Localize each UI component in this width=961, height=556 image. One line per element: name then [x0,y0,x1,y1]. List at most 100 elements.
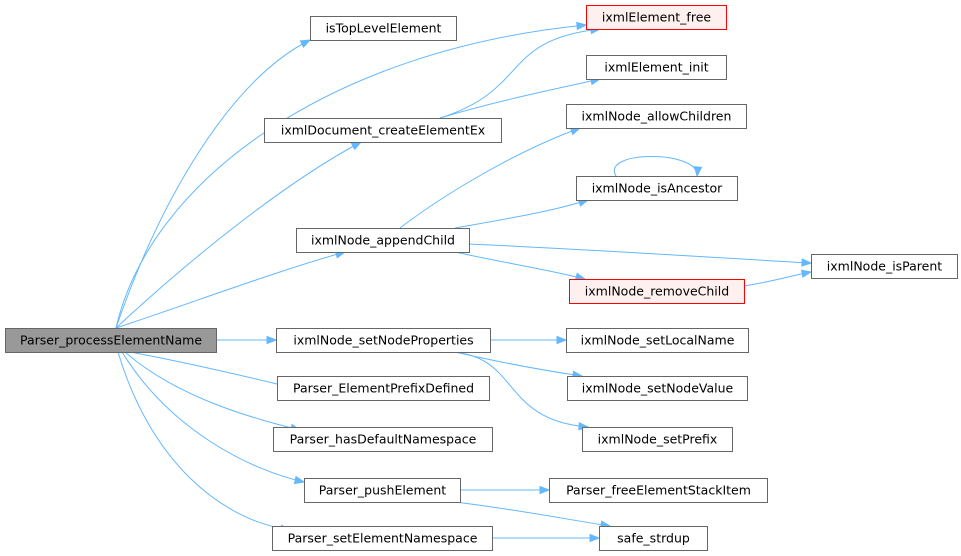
node-set-prefix[interactable]: ixmlNode_setPrefix [582,427,733,452]
edge-line [449,351,589,428]
node-box[interactable] [310,16,457,41]
node-label: isTopLevelElement [326,21,442,36]
edge-line [468,243,812,264]
edge-root-to-set_element_namespace [117,351,292,533]
edge-append_child-to-is_parent [468,243,813,267]
edge-push_element-to-free_element_stack_item [460,485,551,495]
edge-set_element_namespace-to-safe_strdup [492,533,601,543]
node-label: Parser_pushElement [319,483,447,498]
node-label: Parser_freeElementStackItem [566,483,751,498]
node-set-local-name[interactable]: ixmlNode_setLocalName [566,328,749,353]
edge-is_ancestor-to-is_ancestor [613,156,703,178]
node-label: ixmlNode_isParent [827,259,942,274]
edge-push_element-to-safe_strdup [454,501,612,529]
node-box[interactable] [582,427,733,452]
edge-line [454,199,589,229]
arrowhead-icon [293,475,306,485]
edge-line [121,351,305,483]
node-root[interactable]: Parser_processElementName [5,328,217,353]
edge-root-to-is_top_level [115,39,312,329]
edge-line [115,24,587,329]
edge-line [115,251,346,329]
node-set-node-value[interactable]: ixmlNode_setNodeValue [567,376,748,401]
node-box[interactable] [567,376,748,401]
node-box[interactable] [304,478,461,503]
edge-line [454,351,583,377]
edge-line [124,351,301,431]
node-box[interactable] [569,279,745,304]
node-box[interactable] [277,376,490,401]
edge-line [613,156,698,177]
edge-root-to-create_element_ex [115,141,363,329]
node-box[interactable] [296,228,470,253]
edge-root-to-push_element [121,351,306,485]
node-append-child[interactable]: ixmlNode_appendChild [296,228,470,253]
function-nodes: Parser_processElementName isTopLevelEleme… [5,5,958,551]
edge-line [454,251,586,280]
edge-root-to-append_child [115,250,347,329]
arrowhead-icon [589,533,601,543]
node-label: ixmlNode_allowChildren [582,109,732,124]
node-box[interactable] [599,526,708,551]
arrowhead-icon [801,258,813,267]
arrowhead-icon [350,141,363,151]
node-box[interactable] [586,5,727,30]
node-safe-strdup[interactable]: safe_strdup [599,526,708,551]
arrowhead-icon [576,21,588,31]
edge-line [399,127,581,229]
node-element-init[interactable]: ixmlElement_init [586,55,727,80]
edge-line [439,28,601,119]
node-element-prefix-defined[interactable]: Parser_ElementPrefixDefined [277,376,490,401]
node-free-element-stack-item[interactable]: Parser_freeElementStackItem [549,478,768,503]
arrowhead-icon [800,269,813,278]
node-element-free[interactable]: ixmlElement_free [586,5,727,30]
edge-line [115,141,362,329]
node-box[interactable] [566,104,747,129]
node-create-element-ex[interactable]: ixmlDocument_createElementEx [264,118,502,143]
node-is-top-level[interactable]: isTopLevelElement [310,16,457,41]
node-label: ixmlDocument_createElementEx [281,123,485,138]
edge-line [117,351,291,531]
edge-line [743,271,812,287]
node-label: Parser_hasDefaultNamespace [290,432,477,447]
node-box[interactable] [273,427,493,452]
arrowhead-icon [539,485,551,495]
node-set-element-namespace[interactable]: Parser_setElementNamespace [272,526,493,551]
node-box[interactable] [264,118,502,143]
node-label: ixmlNode_setLocalName [581,333,735,348]
node-push-element[interactable]: Parser_pushElement [304,478,461,503]
node-box[interactable] [5,328,217,353]
node-allow-children[interactable]: ixmlNode_allowChildren [566,104,747,129]
node-label: ixmlNode_appendChild [311,233,455,248]
edge-set_node_properties-to-set_local_name [490,335,568,345]
node-is-ancestor[interactable]: ixmlNode_isAncestor [576,176,738,201]
node-box[interactable] [576,176,738,201]
node-box[interactable] [549,478,768,503]
node-label: ixmlNode_setPrefix [598,432,718,447]
node-box[interactable] [566,328,749,353]
node-box[interactable] [811,254,958,279]
node-label: Parser_setElementNamespace [288,531,478,546]
node-has-default-namespace[interactable]: Parser_hasDefaultNamespace [273,427,493,452]
node-is-parent[interactable]: ixmlNode_isParent [811,254,958,279]
node-label: ixmlNode_setNodeValue [582,381,734,396]
node-remove-child[interactable]: ixmlNode_removeChild [569,279,745,304]
node-label: ixmlNode_setNodeProperties [293,333,473,348]
node-box[interactable] [276,328,491,353]
arrowhead-icon [556,335,568,345]
edge-line [129,351,291,388]
edge-root-to-set_node_properties [216,335,278,345]
edge-line [454,501,611,527]
edge-line [439,78,601,119]
node-box[interactable] [272,526,493,551]
node-label: ixmlNode_isAncestor [592,181,723,196]
edge-line [115,39,311,329]
arrowhead-icon [299,39,312,49]
edge-append_child-to-is_ancestor [454,198,590,229]
arrowhead-icon [266,335,278,345]
node-box[interactable] [586,55,727,80]
node-label: Parser_processElementName [20,333,202,348]
node-set-node-properties[interactable]: ixmlNode_setNodeProperties [276,328,491,353]
node-label: ixmlNode_removeChild [585,284,729,299]
